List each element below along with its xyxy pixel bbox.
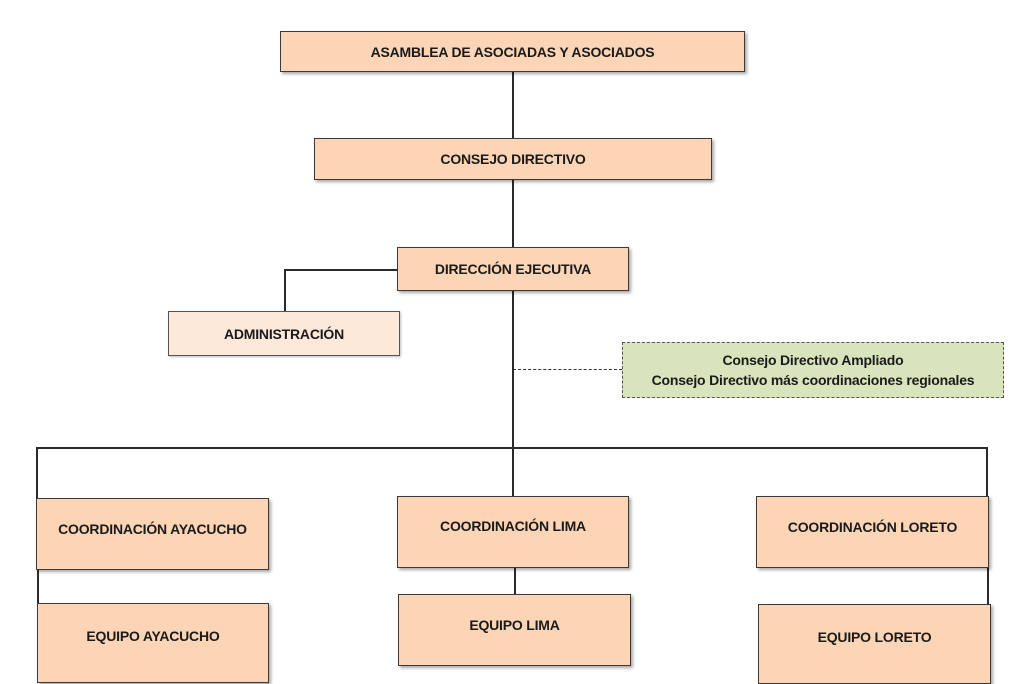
connector-loreto-equipo xyxy=(987,568,989,605)
connector-direccion-admin-v xyxy=(284,269,286,311)
node-direccion-label: DIRECCIÓN EJECUTIVA xyxy=(434,261,592,277)
connector-note-dashed xyxy=(513,369,622,370)
connector-direccion-down xyxy=(512,291,514,497)
node-equipo-loreto-label: EQUIPO LORETO xyxy=(817,629,932,645)
note-consejo-ampliado: Consejo Directivo Ampliado Consejo Direc… xyxy=(622,342,1004,398)
node-equipo-lima-label: EQUIPO LIMA xyxy=(469,617,560,633)
node-consejo-directivo: CONSEJO DIRECTIVO xyxy=(314,138,712,180)
connector-ayacucho-equipo xyxy=(37,570,39,604)
note-line-1: Consejo Directivo Ampliado xyxy=(722,352,904,368)
node-coordinacion-loreto: COORDINACIÓN LORETO xyxy=(756,496,989,568)
node-coord-ayacucho-label: COORDINACIÓN AYACUCHO xyxy=(58,521,247,537)
connector-consejo-direccion xyxy=(512,179,514,247)
node-asamblea: ASAMBLEA DE ASOCIADAS Y ASOCIADOS xyxy=(280,31,745,72)
node-consejo-label: CONSEJO DIRECTIVO xyxy=(440,151,586,167)
node-equipo-lima: EQUIPO LIMA xyxy=(398,594,631,666)
node-coord-lima-label: COORDINACIÓN LIMA xyxy=(440,518,586,534)
node-coordinacion-lima: COORDINACIÓN LIMA xyxy=(397,496,629,568)
connector-to-loreto xyxy=(986,447,988,497)
node-administracion-label: ADMINISTRACIÓN xyxy=(223,325,345,342)
node-coord-loreto-label: COORDINACIÓN LORETO xyxy=(787,519,958,535)
connector-coordinations-bar xyxy=(36,447,988,449)
node-equipo-ayacucho: EQUIPO AYACUCHO xyxy=(37,603,269,683)
node-asamblea-label: ASAMBLEA DE ASOCIADAS Y ASOCIADOS xyxy=(370,43,655,60)
node-equipo-ayacucho-label: EQUIPO AYACUCHO xyxy=(86,628,220,644)
node-equipo-loreto: EQUIPO LORETO xyxy=(758,604,991,684)
node-administracion: ADMINISTRACIÓN xyxy=(168,311,400,356)
note-line-2: Consejo Directivo más coordinaciones reg… xyxy=(651,372,975,388)
node-coordinacion-ayacucho: COORDINACIÓN AYACUCHO xyxy=(36,498,269,570)
connector-to-ayacucho xyxy=(36,447,38,499)
node-direccion-ejecutiva: DIRECCIÓN EJECUTIVA xyxy=(397,247,629,291)
connector-lima-equipo xyxy=(514,568,516,595)
connector-asamblea-consejo xyxy=(512,71,514,138)
connector-direccion-admin-h xyxy=(284,269,398,271)
